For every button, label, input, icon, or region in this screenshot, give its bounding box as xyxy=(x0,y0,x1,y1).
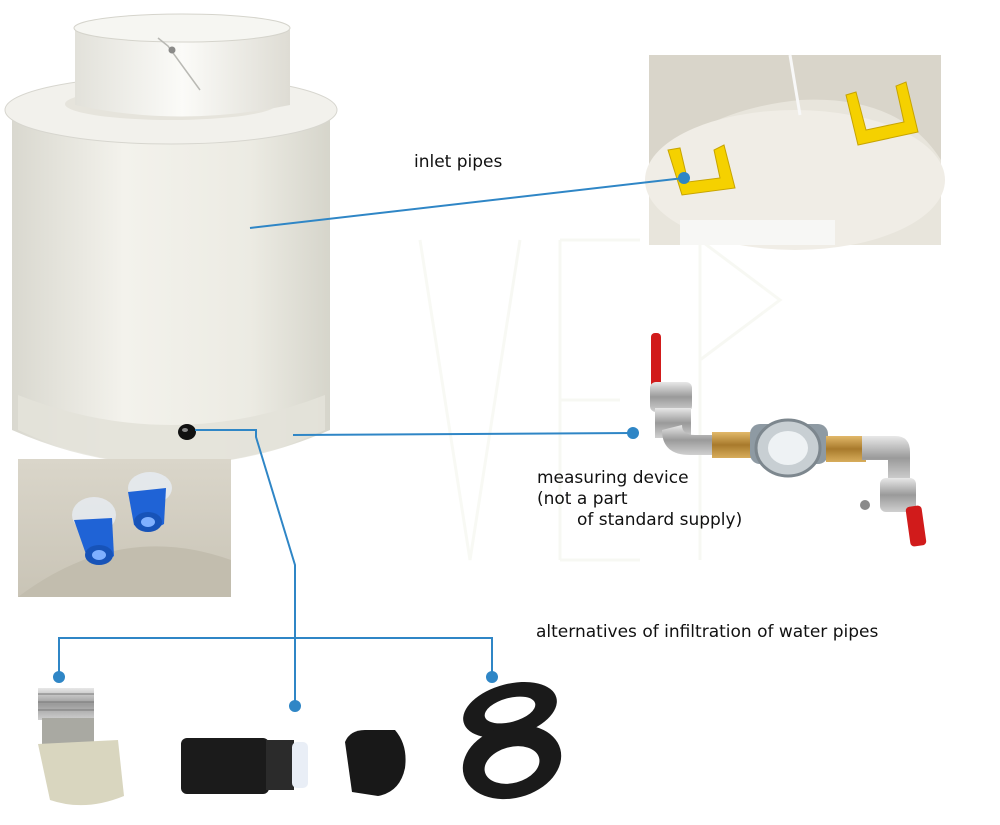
blue-cap-icon xyxy=(72,472,172,565)
measuring-device-line2: (not a part xyxy=(537,489,628,509)
measuring-device-label: measuring device (not a part of standard… xyxy=(537,468,742,531)
leader-fittings xyxy=(195,429,296,706)
leader-inlet xyxy=(249,177,685,229)
blue-caps-photo xyxy=(18,459,231,597)
alternatives-label: alternatives of infiltration of water pi… xyxy=(536,622,879,642)
compression-fitting-icon xyxy=(181,730,406,796)
rubber-seal-icon xyxy=(462,681,562,800)
leader-alternatives xyxy=(58,637,493,677)
measuring-device-line3: of standard supply) xyxy=(577,510,743,530)
measuring-device-line1: measuring device xyxy=(537,468,689,488)
inlet-pipes-label: inlet pipes xyxy=(414,152,503,172)
tank-icon xyxy=(4,13,338,465)
watermark xyxy=(418,238,783,562)
inlet-pipes-photo xyxy=(645,54,945,250)
leader-dots xyxy=(53,172,690,712)
leader-meter xyxy=(292,432,634,436)
leader-lines xyxy=(58,177,685,706)
threaded-adapter-icon xyxy=(38,688,124,806)
water-meter-icon xyxy=(650,333,927,547)
